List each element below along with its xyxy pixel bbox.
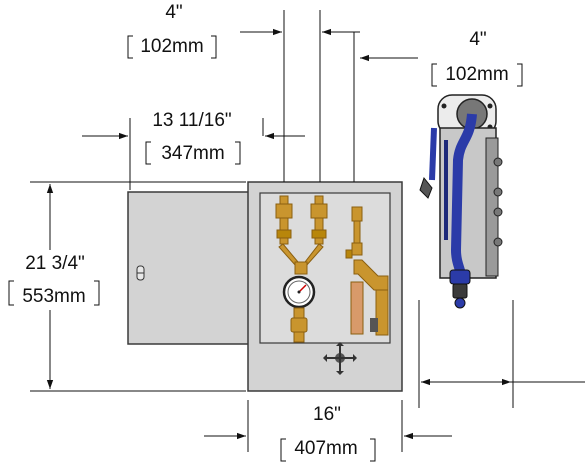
left-inlet-valve	[275, 195, 293, 245]
height-mm: 553mm	[22, 286, 85, 307]
right-offset-inches: 4"	[469, 29, 486, 50]
door-width-inches: 13 11/16"	[152, 110, 231, 131]
width-mm: 407mm	[294, 438, 357, 459]
hose-nozzle-icon	[449, 269, 471, 309]
height-inches: 21 3/4"	[25, 253, 85, 274]
middle-inlet-valve	[310, 195, 328, 245]
lower-valve-body	[290, 307, 308, 343]
top-offset-dimension: 4" 102mm	[127, 2, 360, 182]
right-offset-dimension: 4" 102mm	[353, 29, 523, 182]
cabinet-drain-fitting-icon	[323, 342, 357, 375]
outlet-pipe	[345, 206, 389, 336]
height-dimension: 21 3/4" 553mm	[8, 181, 246, 392]
reel-depth-dimension	[418, 300, 585, 408]
door-latch-icon	[136, 265, 145, 281]
door-width-mm: 347mm	[161, 143, 224, 164]
width-dimension: 16" 407mm	[204, 400, 452, 462]
top-offset-inches: 4"	[165, 2, 182, 23]
door-width-dimension: 13 11/16" 347mm	[82, 110, 305, 190]
cabinet-front-view	[127, 181, 403, 392]
width-inches: 16"	[313, 404, 341, 425]
pressure-gauge-icon	[282, 275, 316, 309]
right-offset-mm: 102mm	[445, 64, 508, 85]
top-offset-mm: 102mm	[140, 36, 203, 57]
cabinet-door	[127, 191, 260, 345]
hose-reel-side-view	[419, 94, 503, 309]
